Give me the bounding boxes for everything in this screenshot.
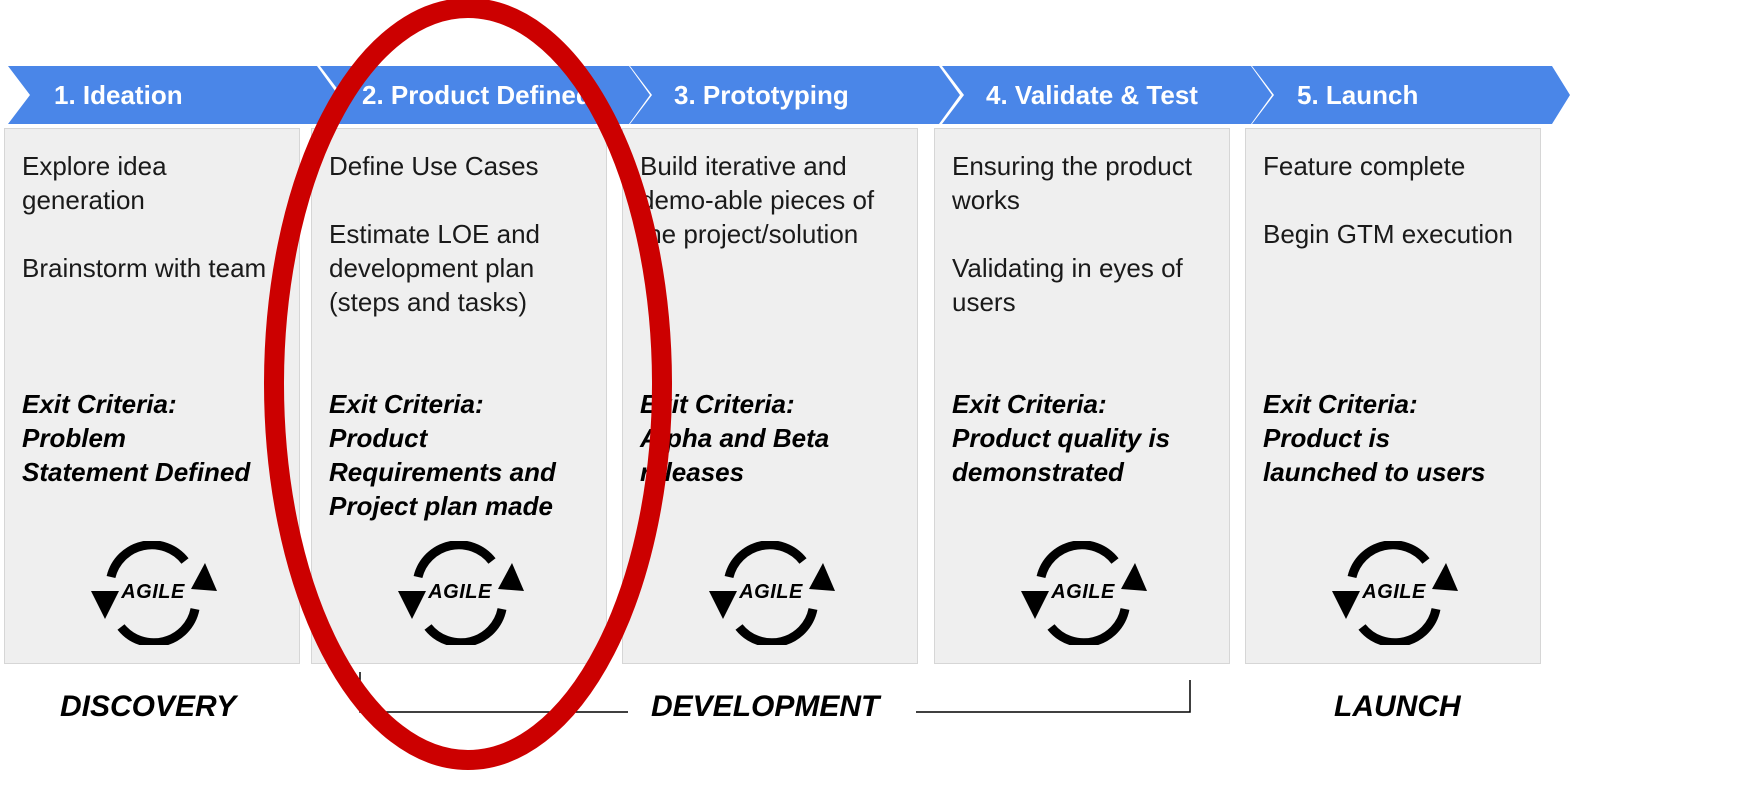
exit-criteria-line: Product is xyxy=(1263,423,1391,453)
stage-5-card: Feature complete Begin GTM execution Exi… xyxy=(1245,128,1541,664)
phase-discovery-label: DISCOVERY xyxy=(60,690,237,723)
agile-label: AGILE xyxy=(739,581,803,603)
agile-cycle-icon: AGILE xyxy=(1017,541,1149,645)
agile-cycle-icon: AGILE xyxy=(87,541,219,645)
agile-label: AGILE xyxy=(1051,581,1115,603)
agile-label: AGILE xyxy=(1362,581,1426,603)
stage-4-paragraph: Validating in eyes of users xyxy=(952,253,1183,317)
stage-5-title: 5. Launch xyxy=(1297,80,1419,110)
stage-5-paragraph: Begin GTM execution xyxy=(1263,219,1514,249)
stage-4-paragraph: Ensuring the product works xyxy=(952,151,1192,215)
stage-4-exit-criteria: Exit Criteria: Product quality is demons… xyxy=(952,387,1229,489)
exit-criteria-line: demonstrated xyxy=(952,457,1124,487)
exit-criteria-line: Statement Defined xyxy=(22,457,251,487)
stage-1-paragraph: Explore idea generation xyxy=(22,151,167,215)
stage-5-chevron: 5. Launch xyxy=(1252,66,1570,124)
stage-4-title: 4. Validate & Test xyxy=(986,80,1198,110)
exit-criteria-label: Exit Criteria: xyxy=(1263,389,1418,419)
stage-3-description: Build iterative and demo-able pieces of … xyxy=(640,149,913,285)
stage-3-title: 3. Prototyping xyxy=(674,80,849,110)
stage-1-exit-criteria: Exit Criteria: Problem Statement Defined xyxy=(22,387,299,489)
exit-criteria-label: Exit Criteria: xyxy=(22,389,177,419)
agile-cycle-icon: AGILE xyxy=(1328,541,1460,645)
stage-4-description: Ensuring the product works Validating in… xyxy=(952,149,1225,353)
agile-cycle-icon: AGILE xyxy=(705,541,837,645)
phase-launch-label: LAUNCH xyxy=(1334,690,1461,723)
phase-development-label: DEVELOPMENT xyxy=(651,690,880,723)
stage-5-description: Feature complete Begin GTM execution xyxy=(1263,149,1536,285)
exit-criteria-line: Product quality is xyxy=(952,423,1171,453)
exit-criteria-label: Exit Criteria: xyxy=(952,389,1107,419)
stage-1-title: 1. Ideation xyxy=(54,80,183,110)
stage-5-paragraph: Feature complete xyxy=(1263,151,1466,181)
exit-criteria-line: launched to users xyxy=(1263,457,1486,487)
agile-label: AGILE xyxy=(121,581,185,603)
stage-4-chevron: 4. Validate & Test xyxy=(942,66,1272,124)
stage-1-card: Explore idea generation Brainstorm with … xyxy=(4,128,300,664)
stage-5-exit-criteria: Exit Criteria: Product is launched to us… xyxy=(1263,387,1540,489)
exit-criteria-line: Problem xyxy=(22,423,127,453)
stage-1-description: Explore idea generation Brainstorm with … xyxy=(22,149,295,319)
stage-1-paragraph: Brainstorm with team xyxy=(22,253,267,283)
stage-3-chevron: 3. Prototyping xyxy=(630,66,960,124)
stage-4-card: Ensuring the product works Validating in… xyxy=(934,128,1230,664)
stage-3-paragraph: Build iterative and demo-able pieces of … xyxy=(640,151,875,249)
